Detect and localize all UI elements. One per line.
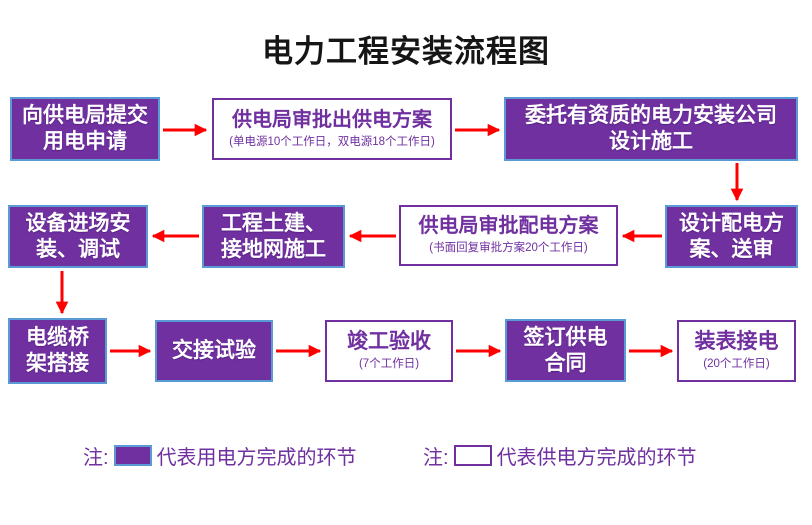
node-design-distribution-plan-label: 设计配电方 案、送审 bbox=[679, 211, 784, 261]
node-approve-distribution-plan-label: 供电局审批配电方案 bbox=[418, 215, 599, 237]
node-civil-construction-label: 工程土建、 接地网施工 bbox=[221, 211, 326, 261]
node-approve-supply-plan-duration: (单电源10个工作日，双电源18个工作日) bbox=[229, 135, 435, 148]
legend: 注: 代表用电方完成的环节 注: 代表供电方完成的环节 bbox=[0, 441, 812, 469]
node-meter-connection: 装表接电 (20个工作日) bbox=[677, 320, 796, 382]
legend-consumer-swatch bbox=[113, 445, 152, 466]
node-completion-acceptance-duration: (7个工作日) bbox=[358, 358, 420, 371]
node-completion-acceptance-label: 竣工验收 bbox=[347, 329, 431, 353]
node-design-distribution-plan: 设计配电方 案、送审 bbox=[665, 205, 798, 268]
node-submit-application: 向供电局提交 用电申请 bbox=[10, 97, 160, 161]
node-cable-tray: 电缆桥 架搭接 bbox=[8, 318, 107, 384]
legend-consumer-text: 代表用电方完成的环节 bbox=[156, 447, 357, 469]
legend-supplier-swatch bbox=[453, 445, 492, 466]
node-cable-tray-label: 电缆桥 架搭接 bbox=[26, 326, 89, 375]
node-sign-contract: 签订供电 合同 bbox=[505, 319, 626, 382]
node-sign-contract-label: 签订供电 合同 bbox=[523, 325, 608, 375]
legend-supplier-text: 代表供电方完成的环节 bbox=[496, 447, 697, 469]
node-approve-supply-plan: 供电局审批出供电方案 (单电源10个工作日，双电源18个工作日) bbox=[212, 98, 452, 160]
page-title: 电力工程安装流程图 bbox=[262, 34, 550, 69]
node-handover-test: 交接试验 bbox=[155, 320, 273, 382]
legend-consumer-note: 注: bbox=[83, 447, 109, 469]
legend-supplier-note: 注: bbox=[423, 447, 449, 469]
node-submit-application-label: 向供电局提交 用电申请 bbox=[22, 104, 148, 153]
node-entrust-installer-label: 委托有资质的电力安装公司 设计施工 bbox=[525, 104, 777, 153]
node-approve-supply-plan-label: 供电局审批出供电方案 bbox=[232, 108, 432, 131]
node-meter-connection-label: 装表接电 bbox=[694, 329, 779, 353]
legend-consumer: 注: 代表用电方完成的环节 bbox=[83, 441, 357, 470]
node-civil-construction: 工程土建、 接地网施工 bbox=[202, 205, 345, 268]
legend-supplier: 注: 代表供电方完成的环节 bbox=[423, 441, 697, 470]
node-approve-distribution-plan: 供电局审批配电方案 (书面回复审批方案20个工作日) bbox=[399, 205, 618, 266]
node-entrust-installer: 委托有资质的电力安装公司 设计施工 bbox=[504, 97, 798, 161]
node-equipment-install-debug: 设备进场安 装、调试 bbox=[8, 205, 148, 268]
node-completion-acceptance: 竣工验收 (7个工作日) bbox=[325, 320, 453, 382]
node-meter-connection-duration: (20个工作日) bbox=[703, 358, 770, 371]
node-equipment-install-debug-label: 设备进场安 装、调试 bbox=[25, 211, 131, 261]
node-handover-test-label: 交接试验 bbox=[172, 339, 256, 363]
node-approve-distribution-plan-duration: (书面回复审批方案20个工作日) bbox=[429, 242, 588, 254]
